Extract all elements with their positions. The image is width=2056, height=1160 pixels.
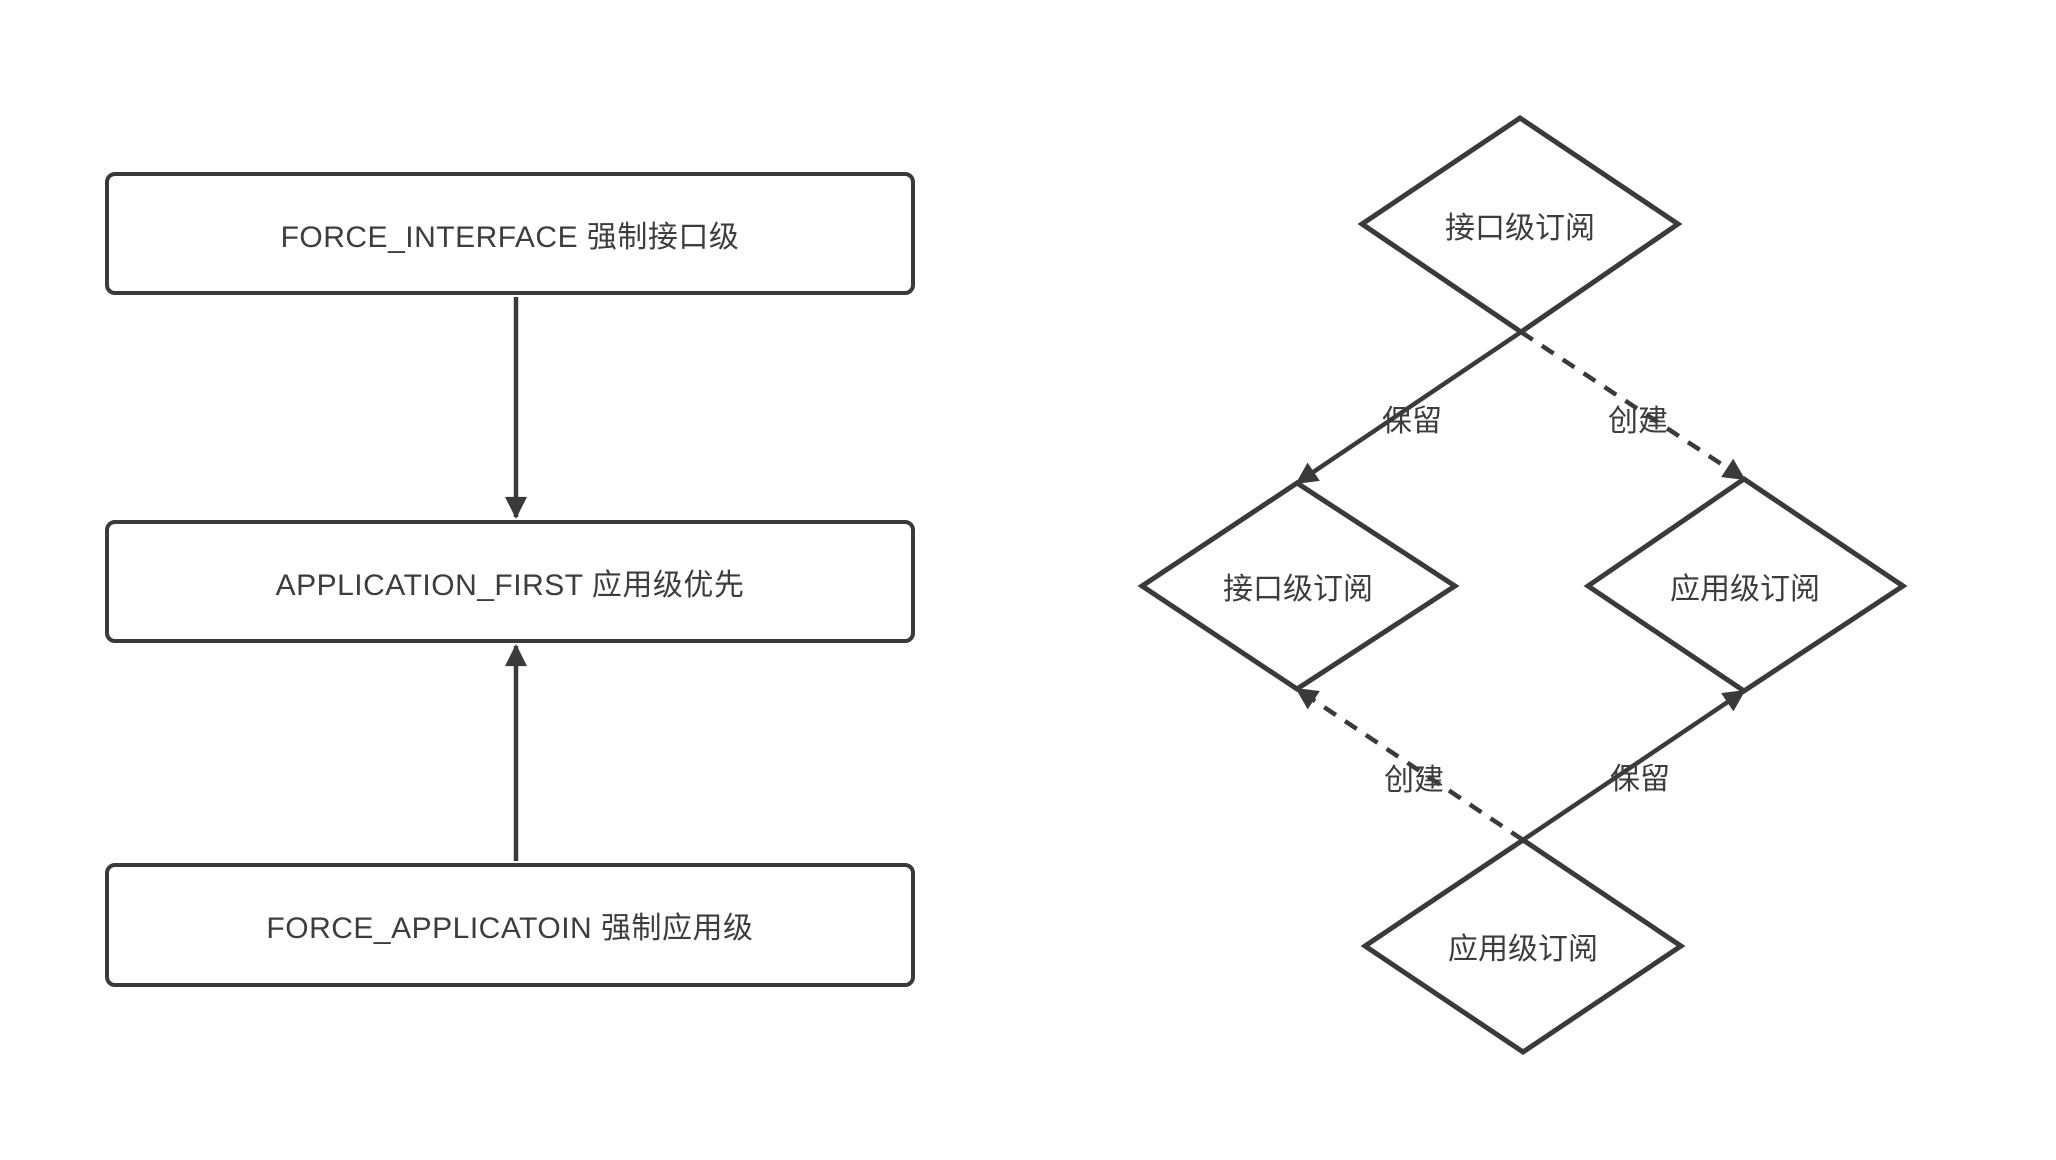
edge-keep-top-label: 保留 [1382, 405, 1442, 438]
diamond-mid-right-label: 应用级订阅 [1670, 573, 1820, 606]
edge-keep-bottom-line [1521, 689, 1746, 842]
edge-create-bottom-label: 创建 [1384, 764, 1444, 797]
edge-keep-bottom-label: 保留 [1610, 763, 1670, 796]
edge-keep-top-line [1295, 330, 1523, 485]
diamond-bottom-shape [1360, 836, 1686, 1056]
edge-create-top-line [1519, 330, 1746, 481]
edge-create-bottom-line [1295, 687, 1525, 842]
box-force-interface-label: FORCE_INTERFACE 强制接口级 [280, 220, 740, 254]
diamond-top-label: 接口级订阅 [1445, 212, 1595, 245]
diamond-mid-left-label: 接口级订阅 [1223, 573, 1373, 606]
box-force-application-label: FORCE_APPLICATOIN 强制应用级 [266, 912, 754, 945]
box-application-first: APPLICATION_FIRST 应用级优先 [105, 520, 915, 643]
edge-create-top-label: 创建 [1608, 405, 1668, 438]
box-application-first-label: APPLICATION_FIRST 应用级优先 [275, 568, 745, 602]
diamond-bottom-label: 应用级订阅 [1448, 933, 1598, 966]
box-force-interface: FORCE_INTERFACE 强制接口级 [105, 172, 915, 295]
box-force-application: FORCE_APPLICATOIN 强制应用级 [105, 863, 915, 987]
